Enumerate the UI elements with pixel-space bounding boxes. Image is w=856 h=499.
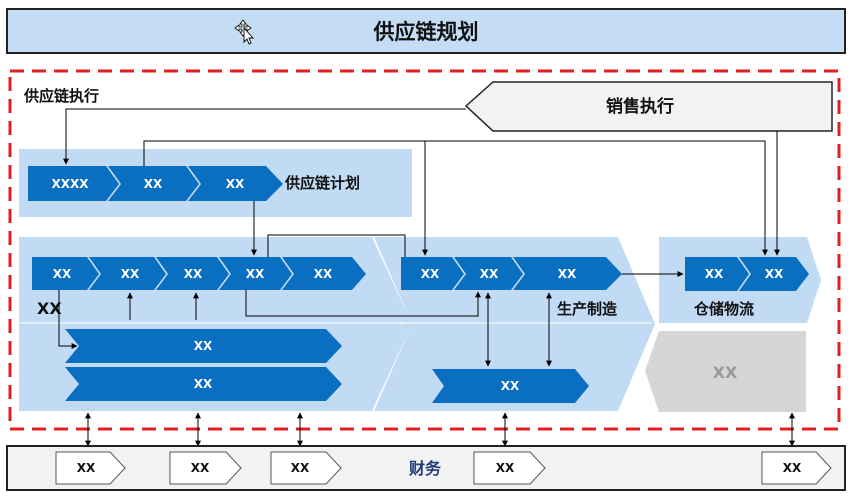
production-step: XX [513, 257, 622, 290]
svg-text:XX: XX [53, 267, 72, 281]
svg-text:XX: XX [480, 267, 499, 281]
sales-execution-label: 销售执行 [606, 96, 674, 117]
svg-text:XX: XX [246, 267, 265, 281]
svg-text:XX: XX [558, 267, 577, 281]
svg-text:XX: XX [191, 461, 210, 475]
svg-text:XX: XX [314, 267, 333, 281]
planning-step: XX [188, 166, 283, 201]
sales-execution-box: 销售执行 [464, 81, 833, 132]
finance-item: XX [761, 451, 832, 485]
svg-text:XX: XX [496, 461, 515, 475]
finance-item: XX [55, 451, 126, 485]
warehouse-gray-block: XX [645, 331, 806, 412]
svg-text:XX: XX [144, 177, 163, 191]
finance-label: 财务 [408, 459, 442, 478]
finance-bar: 财务 [6, 445, 846, 491]
xx-step: XX [156, 257, 229, 290]
finance-item: XX [270, 451, 342, 485]
xx-step: XX [89, 257, 166, 290]
production-bar: XX [432, 369, 589, 403]
warehouse-step: XX [685, 257, 749, 291]
svg-text:XX: XX [184, 267, 203, 281]
execution-label: 供应链执行 [23, 87, 99, 105]
svg-text:XX: XX [705, 267, 724, 281]
planning-step: XXXX [28, 166, 119, 201]
svg-text:XXXX: XXXX [51, 177, 89, 191]
svg-text:XX: XX [121, 267, 140, 281]
header-bar: 供应链规划 [6, 8, 846, 54]
svg-text:XX: XX [291, 461, 310, 475]
warehouse-label: 仓储物流 [693, 300, 754, 318]
xx-section-label: XX [37, 299, 62, 318]
svg-text:XX: XX [194, 377, 213, 391]
svg-text:XX: XX [501, 379, 520, 393]
header-title: 供应链规划 [373, 20, 479, 44]
move-cursor-icon [234, 19, 255, 45]
finance-item: XX [473, 451, 546, 485]
xx-bar: XX [65, 329, 342, 363]
warehouse-block-label: XX [713, 363, 738, 382]
production-step: XX [401, 257, 464, 290]
xx-step: XX [282, 257, 366, 290]
production-label: 生产制造 [557, 300, 617, 318]
connectors [58, 108, 795, 447]
warehouse-step: XX [739, 257, 809, 291]
finance-item: XX [169, 451, 242, 485]
xx-step: XX [32, 257, 99, 290]
planning-label: 供应链计划 [284, 174, 360, 192]
svg-text:XX: XX [421, 267, 440, 281]
svg-text:XX: XX [194, 339, 213, 353]
xx-bar: XX [65, 367, 342, 401]
planning-step: XX [108, 166, 199, 201]
svg-text:XX: XX [783, 461, 802, 475]
svg-text:XX: XX [765, 267, 784, 281]
xx-step: XX [219, 257, 292, 290]
production-step: XX [454, 257, 523, 290]
svg-text:XX: XX [77, 461, 96, 475]
svg-text:XX: XX [226, 177, 245, 191]
